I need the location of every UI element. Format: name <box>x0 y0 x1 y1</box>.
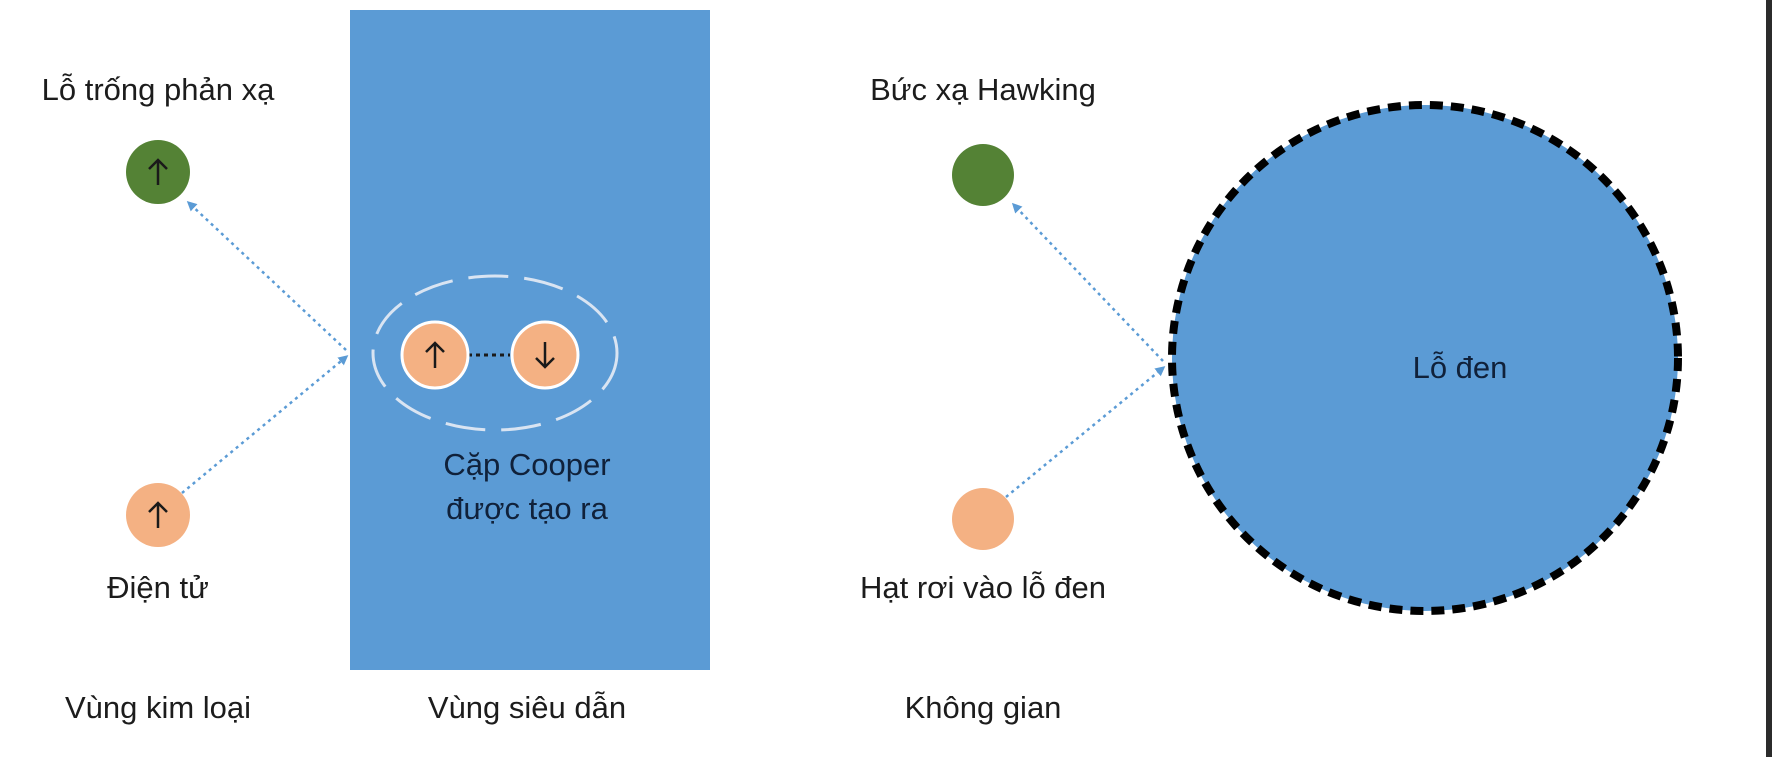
superconductor-region-label: Vùng siêu dẫn <box>427 690 627 725</box>
hawking-radiation-label: Bức xạ Hawking <box>870 72 1096 107</box>
arrow-up-icon <box>148 501 168 528</box>
black-hole-label: Lỗ đen <box>1412 350 1508 385</box>
cooper-pair-label-line2: được tạo ra <box>446 491 608 526</box>
cooper-pair-label-line1: Cặp Cooper <box>443 447 611 482</box>
infalling-particle <box>952 488 1014 550</box>
metal-region-label: Vùng kim loại <box>64 690 252 725</box>
reflected-hole-label: Lỗ trống phản xạ <box>41 72 275 107</box>
image-edge-border <box>1766 0 1772 757</box>
electron-label: Điện tử <box>107 570 209 605</box>
space-label: Không gian <box>904 690 1062 725</box>
infalling-path <box>1005 366 1166 498</box>
cooper-pair-boundary <box>371 274 619 432</box>
arrow-up-icon <box>425 341 445 368</box>
hole-reflected-path <box>186 200 347 351</box>
hawking-particle <box>952 144 1014 206</box>
hawking-emission-path <box>1011 202 1164 362</box>
arrow-down-icon <box>535 342 555 369</box>
arrow-up-icon <box>148 158 168 185</box>
electron-incident-path <box>181 355 349 494</box>
infalling-particle-label: Hạt rơi vào lỗ đen <box>859 570 1107 605</box>
black-hole <box>1168 101 1682 615</box>
